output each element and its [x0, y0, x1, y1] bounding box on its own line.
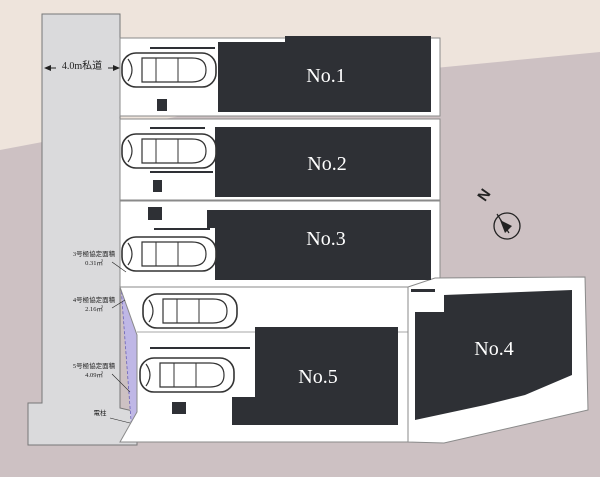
lot-2-meter-box [153, 180, 162, 192]
lot-4-building [415, 290, 572, 420]
lot-1-label: No.1 [306, 65, 345, 87]
lot-4-car [142, 293, 238, 329]
lot-3-label: No.3 [306, 228, 345, 250]
fence-lines [150, 47, 250, 349]
lot-3-meter-box [148, 207, 162, 220]
road-width-arrow-left [44, 65, 51, 71]
lot-2-label: No.2 [307, 153, 346, 175]
road-width-label: 4.0m私道 [62, 59, 102, 72]
lot-5-building [232, 327, 398, 425]
lot-5-car [139, 357, 235, 393]
lot-4-fence-mark [411, 289, 435, 292]
lot-1-building [218, 36, 431, 112]
road-width-arrow-right [113, 65, 120, 71]
area-5-title: 5号極協定面積 [73, 361, 116, 370]
area-3-value: 0.31㎡ [85, 258, 103, 267]
area-4-value: 2.16㎡ [85, 304, 103, 313]
leader-lines [109, 261, 131, 424]
lot-2-car [121, 133, 217, 169]
lot-1-car [121, 52, 217, 88]
lot-3-car [121, 236, 217, 272]
utility-pole-label: 電柱 [94, 408, 108, 417]
area-4-title: 4号極協定面積 [73, 295, 116, 304]
lot-3-building [207, 210, 431, 280]
lot-4-label: No.4 [474, 338, 513, 360]
lot-1-meter-box [157, 99, 167, 111]
area-5-value: 4.09㎡ [85, 370, 103, 379]
lot-5-label: No.5 [298, 366, 337, 388]
area-3-title: 3号極協定面積 [73, 249, 116, 258]
road-label-bg [56, 59, 108, 72]
lot-2-building [215, 127, 431, 197]
lot-5-meter-box [172, 402, 186, 414]
